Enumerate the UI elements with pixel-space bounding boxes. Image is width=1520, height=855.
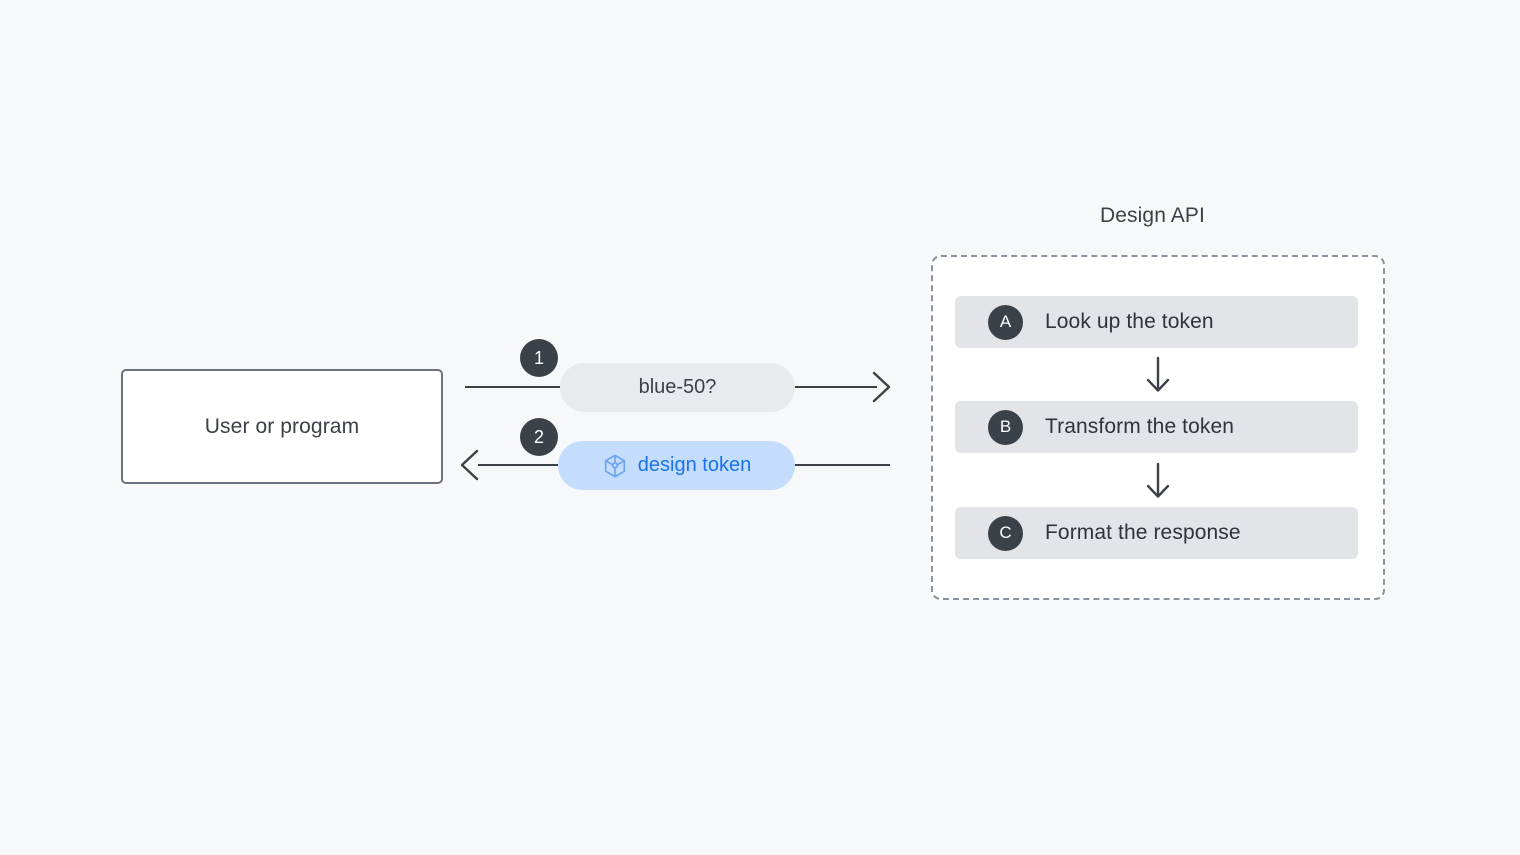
cube-icon (604, 454, 625, 477)
actor-label: User or program (204, 414, 360, 438)
api-step-badge-a: A (988, 304, 1023, 340)
request-line-left-segment (465, 386, 562, 388)
message-bubble-response: design token (558, 441, 795, 490)
message-bubble-request: blue-50? (560, 363, 795, 412)
api-step-row-a: A Look up the token (955, 296, 1358, 348)
message-bubble-response-label: design token (637, 454, 752, 476)
response-line-right-segment (793, 464, 890, 466)
api-step-row-b: B Transform the token (955, 401, 1358, 453)
api-step-label-a: Look up the token (1045, 310, 1214, 333)
arrow-down-icon-2 (1146, 462, 1170, 498)
api-step-badge-c: C (988, 515, 1023, 551)
step-number-badge-2: 2 (520, 418, 558, 456)
design-api-group-title: Design API (1100, 204, 1205, 227)
response-line-left-segment (478, 464, 562, 466)
arrow-right-icon (872, 371, 891, 403)
api-step-label-b: Transform the token (1045, 415, 1235, 438)
arrow-left-icon (460, 449, 479, 481)
message-bubble-request-label: blue-50? (638, 376, 717, 398)
request-line-right-segment (793, 386, 877, 388)
actor-box-user-or-program: User or program (121, 369, 443, 484)
arrow-down-icon-1 (1146, 356, 1170, 392)
api-step-row-c: C Format the response (955, 507, 1358, 559)
api-step-badge-b: B (988, 409, 1023, 445)
api-step-label-c: Format the response (1045, 521, 1241, 544)
step-number-badge-1: 1 (520, 339, 558, 377)
